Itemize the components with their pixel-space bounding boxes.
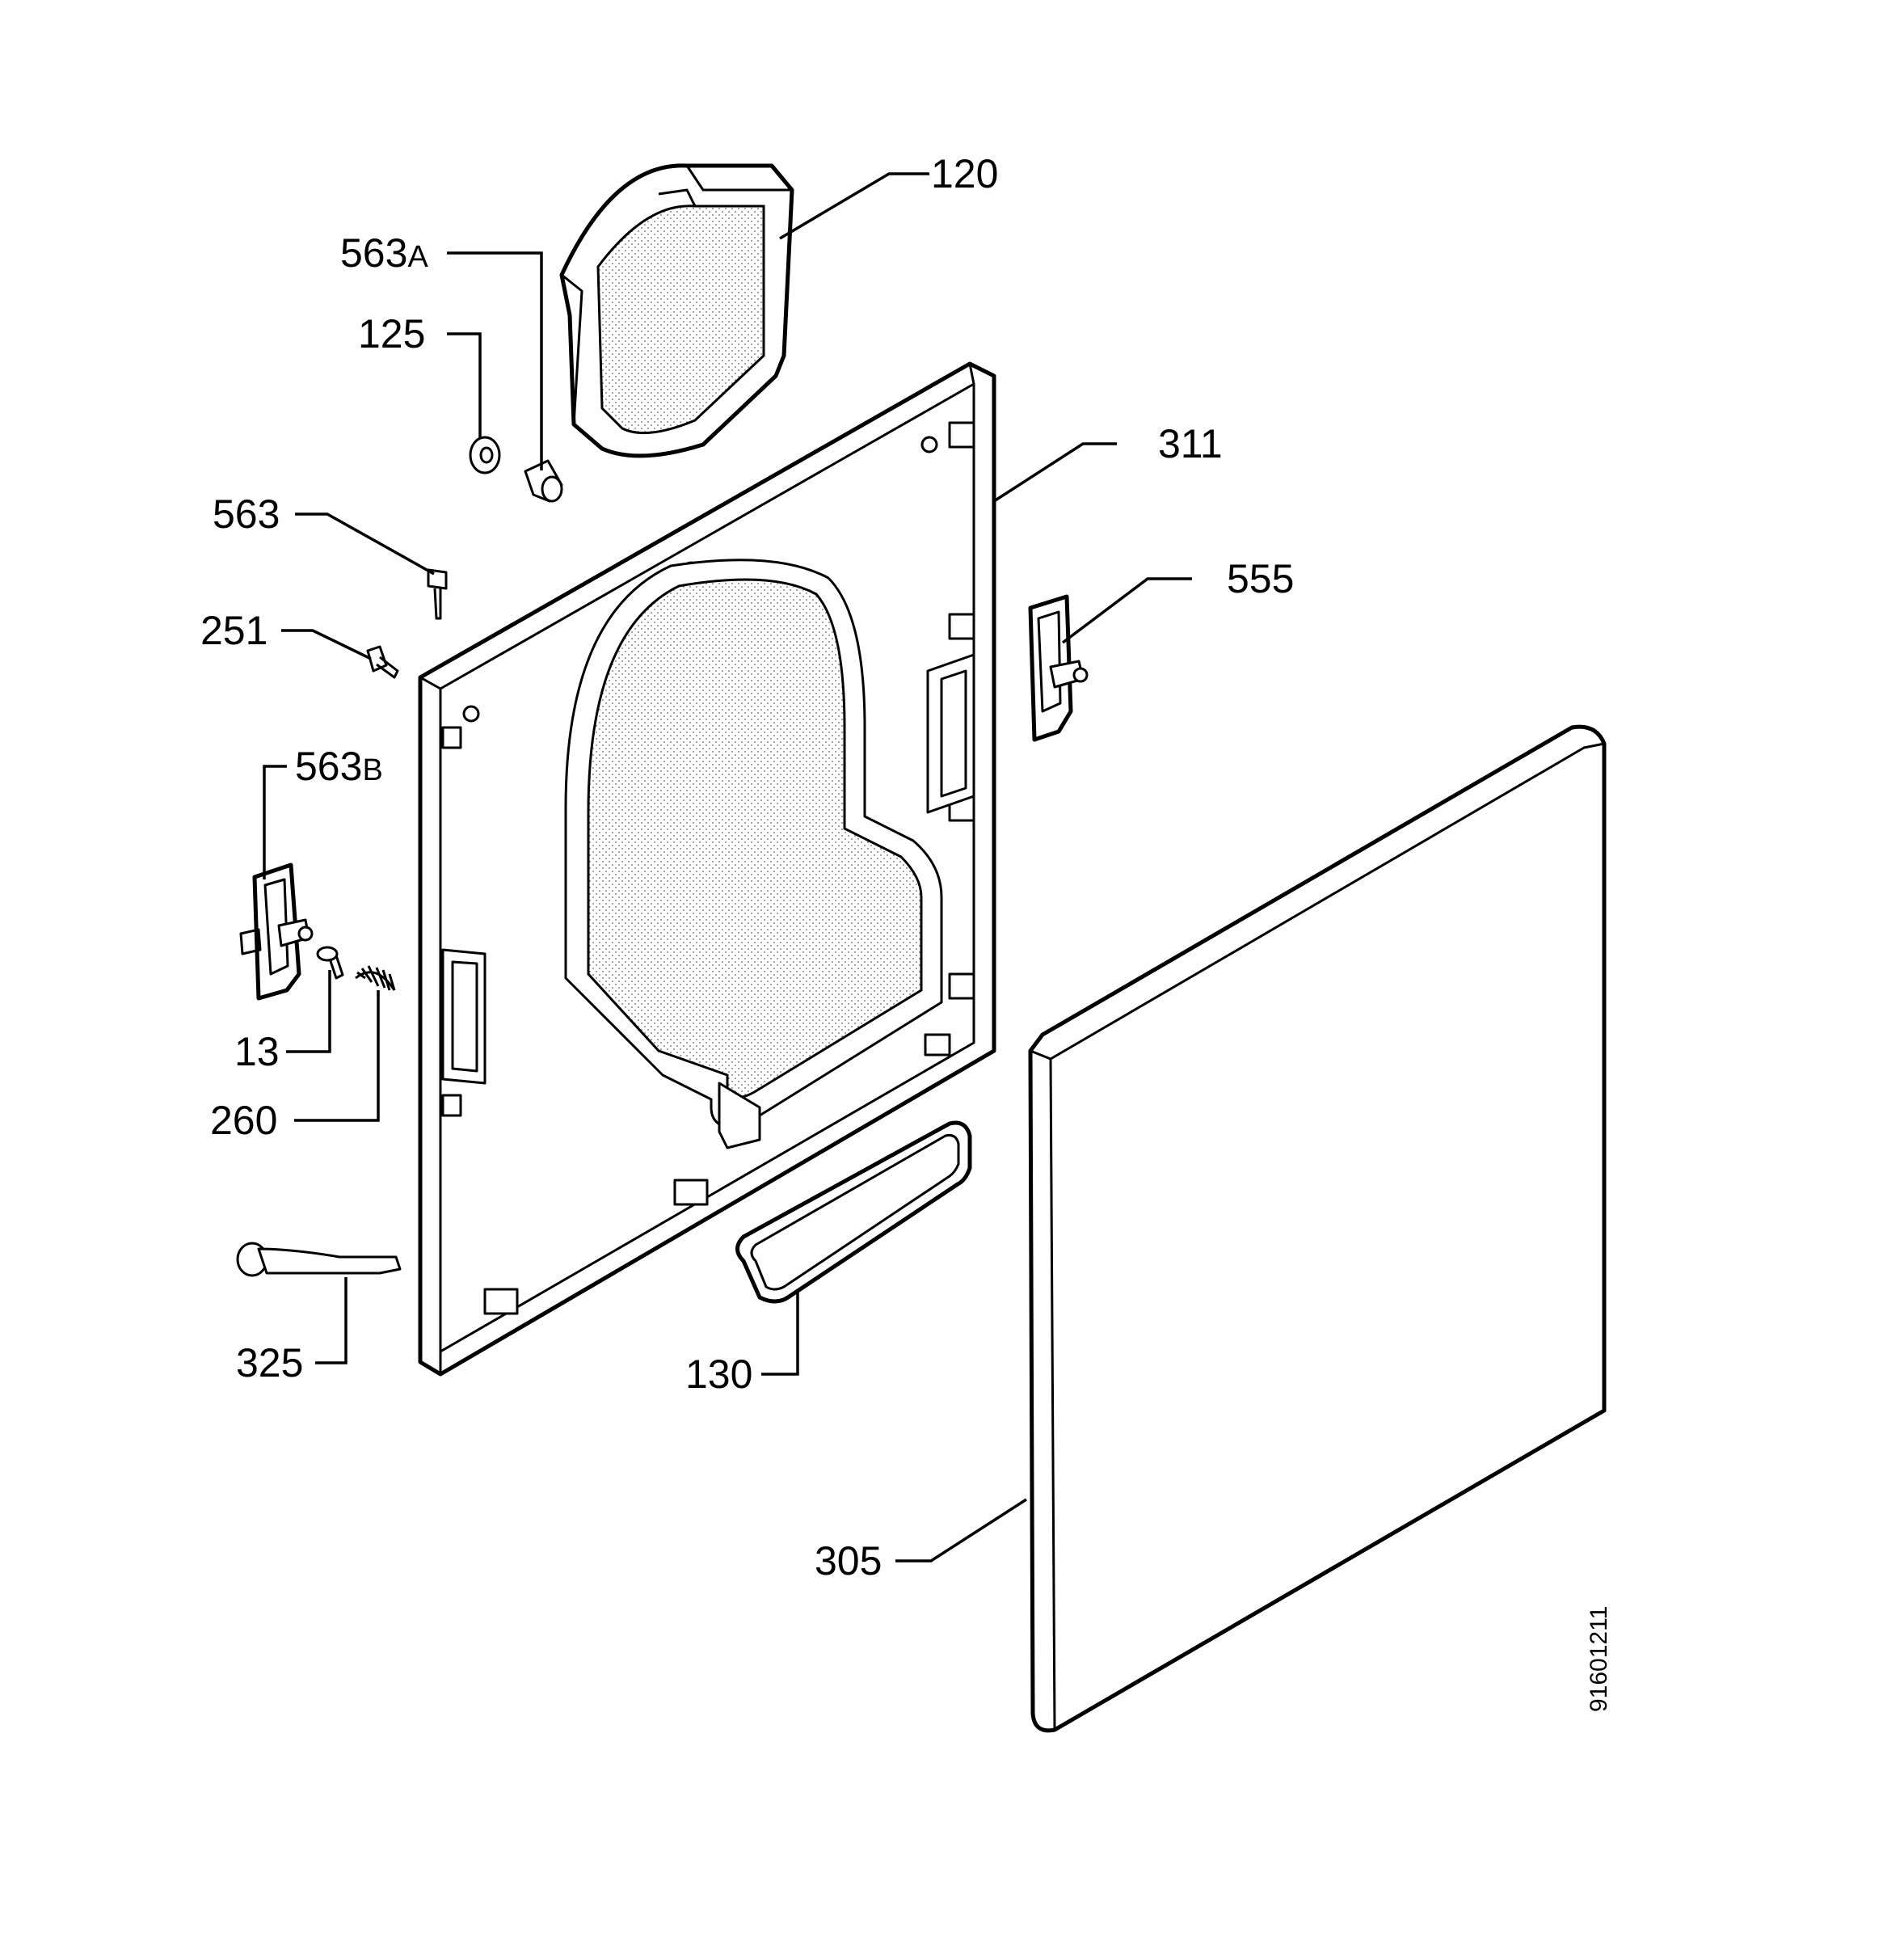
callout-563: 563 bbox=[213, 491, 280, 537]
callout-125: 125 bbox=[358, 311, 425, 356]
drawing-code: 91601211 bbox=[1586, 1606, 1612, 1712]
callout-260: 260 bbox=[210, 1098, 277, 1143]
part-catch-563B bbox=[239, 862, 314, 1001]
callout-563A: 563A bbox=[340, 230, 428, 276]
callout-311: 311 bbox=[1158, 421, 1223, 466]
callout-120: 120 bbox=[931, 151, 998, 196]
callout-130: 130 bbox=[685, 1352, 752, 1397]
part-pin-13 bbox=[316, 946, 344, 980]
part-gasket-130 bbox=[735, 1120, 972, 1304]
part-inner-panel-311 bbox=[418, 361, 996, 1377]
callout-251: 251 bbox=[200, 608, 267, 653]
leader-lines bbox=[263, 172, 1192, 1563]
part-washer-125 bbox=[469, 436, 501, 474]
part-screw-251 bbox=[366, 645, 399, 679]
part-outer-panel-305 bbox=[1028, 724, 1607, 1733]
callout-325: 325 bbox=[236, 1340, 303, 1385]
part-handle-325 bbox=[236, 1242, 402, 1277]
part-plug-563A bbox=[524, 459, 563, 503]
callout-563B: 563B bbox=[295, 744, 383, 789]
part-spring-260 bbox=[355, 965, 396, 991]
callout-labels: 120 563A 125 311 563 555 251 563B 13 260… bbox=[200, 151, 1612, 1712]
callout-13: 13 bbox=[234, 1029, 280, 1074]
part-filter-120 bbox=[559, 163, 794, 458]
part-screw-563 bbox=[427, 568, 448, 620]
callout-305: 305 bbox=[815, 1538, 882, 1584]
callout-555: 555 bbox=[1227, 556, 1294, 601]
part-catch-555 bbox=[1028, 594, 1089, 742]
